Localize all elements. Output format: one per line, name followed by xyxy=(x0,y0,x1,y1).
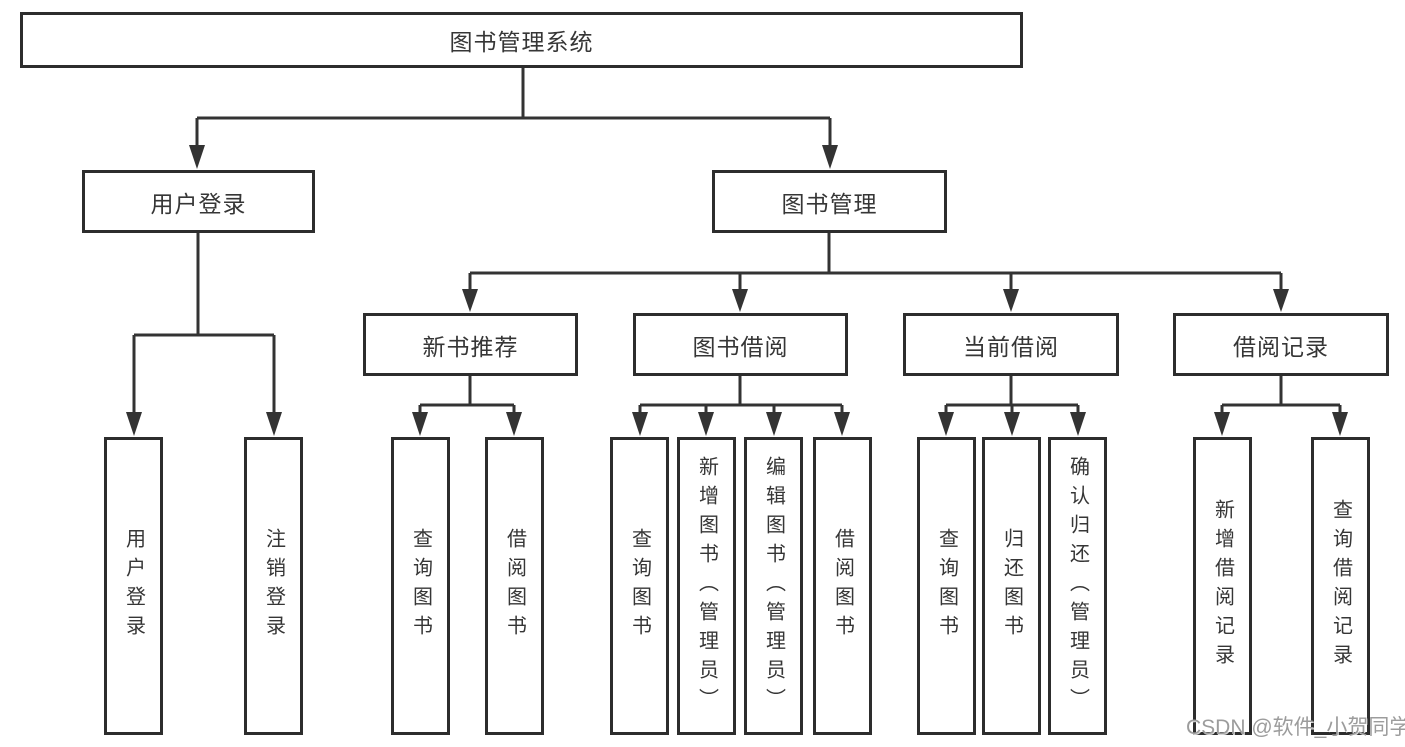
leaf-query-books-current: 查询图书 xyxy=(917,437,976,735)
node-borrowing-records: 借阅记录 xyxy=(1173,313,1389,376)
node-label: 查询图书 xyxy=(935,528,958,644)
node-label: 确认归还（管理员） xyxy=(1066,455,1089,717)
node-label: 借阅记录 xyxy=(1233,333,1329,360)
node-label: 归还图书 xyxy=(1000,528,1023,644)
node-user-login: 用户登录 xyxy=(82,170,315,233)
node-label: 当前借阅 xyxy=(963,333,1059,360)
leaf-user-login: 用户登录 xyxy=(104,437,163,735)
leaf-query-books-borrowing: 查询图书 xyxy=(610,437,669,735)
node-label: 用户登录 xyxy=(122,528,145,644)
node-library-management-system: 图书管理系统 xyxy=(20,12,1023,68)
leaf-return-books: 归还图书 xyxy=(982,437,1041,735)
leaf-logout: 注销登录 xyxy=(244,437,303,735)
leaf-query-books-recommend: 查询图书 xyxy=(391,437,450,735)
node-current-borrowing: 当前借阅 xyxy=(903,313,1119,376)
node-label: 图书管理 xyxy=(781,190,878,217)
node-label: 用户登录 xyxy=(150,190,247,217)
leaf-edit-books-admin: 编辑图书（管理员） xyxy=(744,437,803,735)
node-label: 借阅图书 xyxy=(831,528,854,644)
node-label: 新增图书（管理员） xyxy=(695,455,718,717)
node-book-borrowing: 图书借阅 xyxy=(633,313,848,376)
leaf-query-borrow-record: 查询借阅记录 xyxy=(1311,437,1370,735)
node-label: 图书借阅 xyxy=(692,333,789,360)
node-book-management: 图书管理 xyxy=(712,170,947,233)
node-label: 查询借阅记录 xyxy=(1329,499,1352,673)
csdn-watermark: CSDN @软件_小贺同学 xyxy=(1186,716,1405,739)
leaf-add-borrow-record: 新增借阅记录 xyxy=(1193,437,1252,735)
node-label: 查询图书 xyxy=(409,528,432,644)
node-label: 编辑图书（管理员） xyxy=(762,455,785,717)
node-label: 查询图书 xyxy=(628,528,651,644)
node-label: 注销登录 xyxy=(262,528,285,644)
leaf-add-books-admin: 新增图书（管理员） xyxy=(677,437,736,735)
node-label: 图书管理系统 xyxy=(449,29,594,55)
node-label: 新增借阅记录 xyxy=(1211,499,1234,673)
leaf-borrow-books-recommend: 借阅图书 xyxy=(485,437,544,735)
node-label: 借阅图书 xyxy=(503,528,526,644)
leaf-confirm-return-admin: 确认归还（管理员） xyxy=(1048,437,1107,735)
node-new-book-recommend: 新书推荐 xyxy=(363,313,578,376)
leaf-borrow-books: 借阅图书 xyxy=(813,437,872,735)
node-label: 新书推荐 xyxy=(422,333,519,360)
